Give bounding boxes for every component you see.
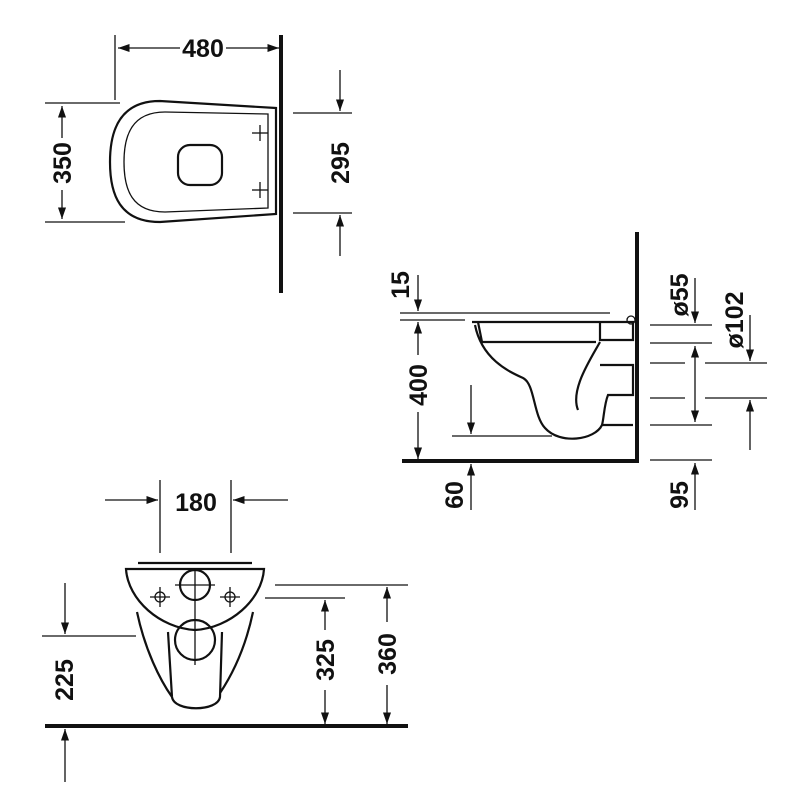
dimension-225: 225 bbox=[51, 659, 79, 701]
seat-outline bbox=[123, 111, 269, 213]
fixing-point-icon bbox=[220, 587, 240, 607]
dimension-diameter-102: ø102 bbox=[721, 292, 749, 349]
fixing-point-icon bbox=[252, 182, 268, 198]
dimension-325: 325 bbox=[312, 639, 340, 681]
dimension-diameter-55: ø55 bbox=[666, 273, 694, 316]
bowl-opening bbox=[176, 143, 224, 187]
fixing-bolt-icon bbox=[626, 315, 636, 325]
dimension-400: 400 bbox=[405, 364, 433, 406]
side-view: 15 400 60 ø55 ø102 95 bbox=[387, 232, 767, 510]
dimension-360: 360 bbox=[374, 633, 402, 675]
dimension-480: 480 bbox=[182, 35, 224, 63]
dimension-295: 295 bbox=[327, 142, 355, 184]
fixing-point-icon bbox=[150, 587, 170, 607]
toilet-side-profile bbox=[472, 320, 635, 440]
front-view: 180 225 325 360 bbox=[42, 480, 408, 782]
extension-lines bbox=[650, 324, 767, 461]
dimension-60: 60 bbox=[441, 481, 469, 509]
dimension-95: 95 bbox=[666, 481, 694, 509]
dimension-350: 350 bbox=[49, 142, 77, 184]
dimension-180: 180 bbox=[175, 489, 217, 517]
fixing-point-icon bbox=[252, 125, 268, 141]
top-view: 480 350 295 bbox=[45, 35, 355, 293]
dimension-15: 15 bbox=[387, 271, 415, 299]
toilet-top-outline bbox=[108, 99, 278, 224]
toilet-front-body bbox=[135, 611, 255, 710]
